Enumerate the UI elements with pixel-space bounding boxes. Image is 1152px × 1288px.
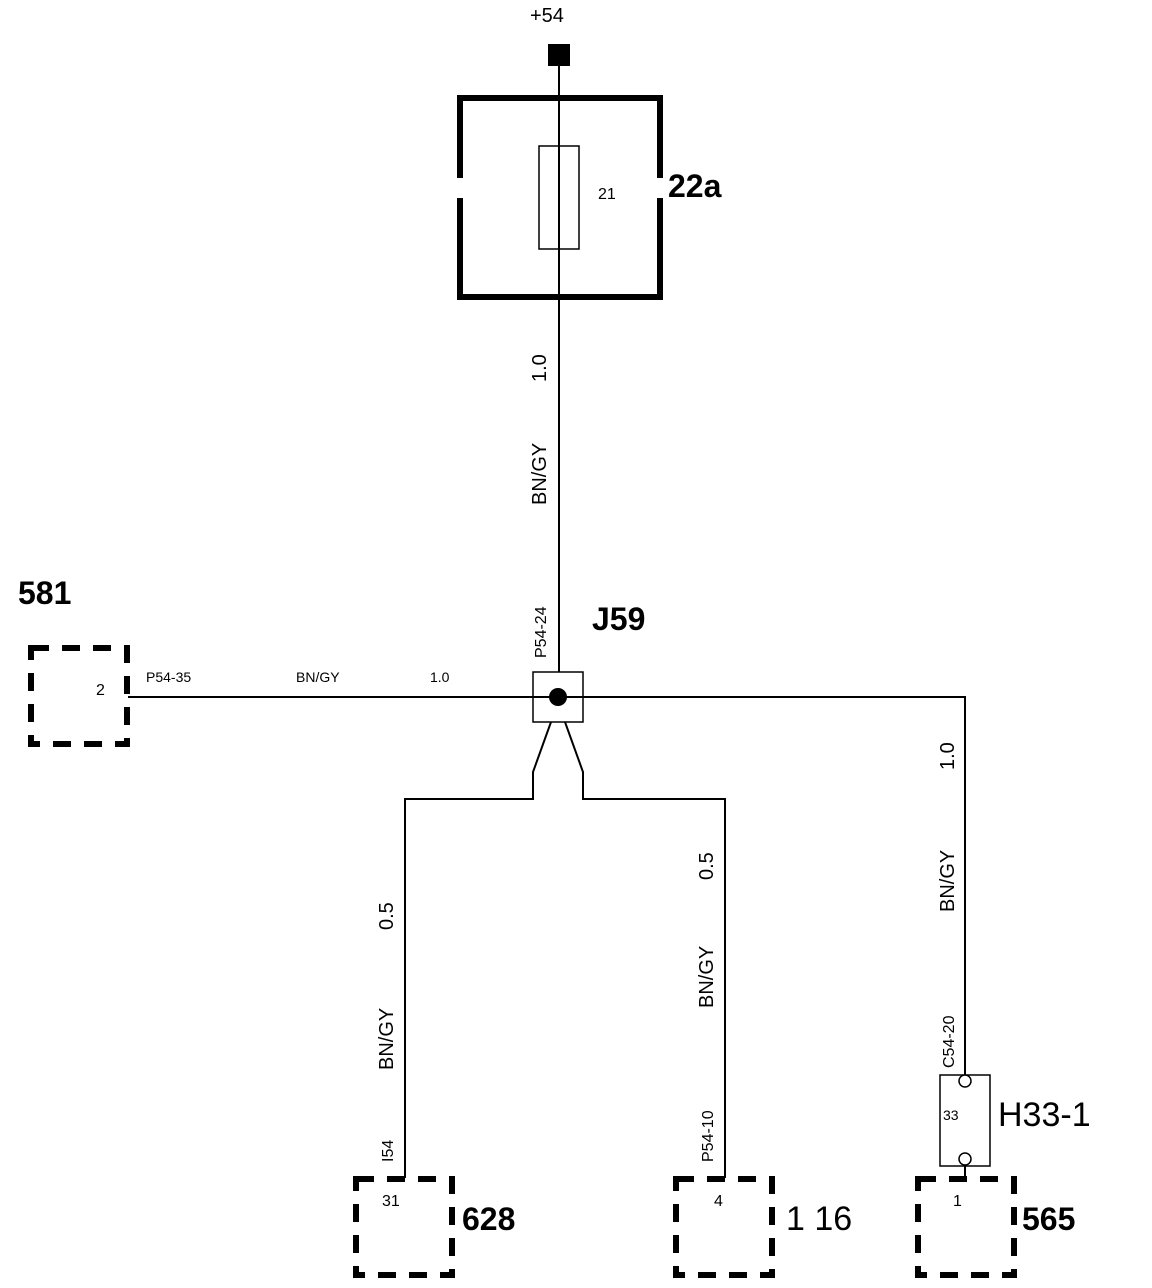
component-565-pin-number: 1 <box>953 1193 962 1210</box>
left-branch-color: BN/GY <box>296 669 340 685</box>
branch-628-wire <box>404 721 552 1178</box>
left-branch-pin: P54-35 <box>146 669 191 685</box>
branch-628-color: BN/GY <box>376 1008 398 1070</box>
component-581-label: 581 <box>18 575 71 611</box>
connector-pin-bottom <box>958 1152 972 1166</box>
component-628-pin-number: 31 <box>382 1193 400 1210</box>
fuse-number: 21 <box>598 186 616 203</box>
component-628-box <box>353 1176 455 1278</box>
main-wire-size: 1.0 <box>529 354 551 382</box>
component-581-box <box>28 645 130 747</box>
right-branch-wire <box>560 696 966 1075</box>
junction-label: J59 <box>592 601 645 637</box>
component-565-label: 565 <box>1022 1201 1075 1237</box>
branch-565-color: BN/GY <box>937 850 959 912</box>
supply-label: +54 <box>530 5 564 27</box>
component-116-box <box>673 1176 775 1278</box>
component-628-label: 628 <box>462 1201 515 1237</box>
branch-628-size: 0.5 <box>376 902 398 930</box>
left-branch-size: 1.0 <box>430 669 450 685</box>
junction-dot <box>549 688 567 706</box>
connector-h33-1 <box>939 1074 991 1167</box>
branch-628-pin: I54 <box>380 1140 397 1162</box>
branch-116-color: BN/GY <box>696 946 718 1008</box>
fuse-box-label: 22a <box>668 168 722 204</box>
branch-565-pin: C54-20 <box>941 1015 958 1068</box>
branch-116-size: 0.5 <box>696 852 718 880</box>
component-565-box <box>915 1176 1017 1278</box>
connector-pin-top <box>958 1074 972 1088</box>
connector-label: H33-1 <box>998 1096 1091 1134</box>
main-wire-pin: P54-24 <box>533 606 550 658</box>
component-581-pin-number: 2 <box>96 682 105 699</box>
fuse-box-22a <box>457 95 663 300</box>
component-116-label: 1 16 <box>786 1200 852 1238</box>
component-116-pin-number: 4 <box>714 1193 723 1210</box>
branch-565-size: 1.0 <box>937 742 959 770</box>
supply-terminal <box>548 44 570 66</box>
branch-116-wire <box>564 721 726 1178</box>
main-wire-color: BN/GY <box>529 443 551 505</box>
branch-116-pin: P54-10 <box>700 1110 717 1162</box>
connector-pin-number: 33 <box>943 1107 959 1123</box>
